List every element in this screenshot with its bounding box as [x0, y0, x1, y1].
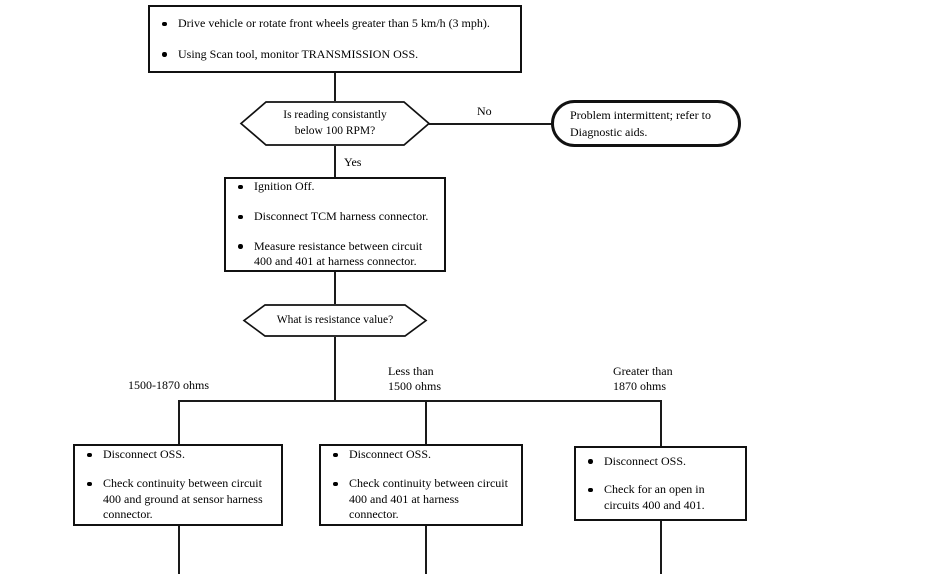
process-box-step3-middle-content: Disconnect OSS. Check continuity between… [321, 446, 521, 524]
edge-label-yes: Yes [344, 155, 362, 169]
process-box-step1-content: Drive vehicle or rotate front wheels gre… [150, 7, 520, 71]
decision-2-text: What is resistance value? [243, 304, 427, 337]
connector-decision2-to-branch-bar [334, 337, 336, 401]
connector-step3-right-out [660, 521, 662, 574]
branch-drop-right [660, 400, 662, 446]
bullet-item: Drive vehicle or rotate front wheels gre… [160, 16, 510, 32]
decision-node-2: What is resistance value? [242, 304, 428, 337]
edge-label-no: No [477, 104, 492, 118]
bullet-item: Using Scan tool, monitor TRANSMISSION OS… [160, 47, 510, 63]
connector-step3-middle-out [425, 526, 427, 574]
process-box-step3-left-content: Disconnect OSS. Check continuity between… [75, 446, 281, 524]
edge-label-branch-middle: Less than 1500 ohms [388, 364, 442, 393]
process-box-step2: Ignition Off. Disconnect TCM harness con… [224, 177, 446, 272]
edge-label-branch-right: Greater than 1870 ohms [613, 364, 673, 393]
branch-drop-left [178, 400, 180, 445]
decision-2-line1: What is resistance value? [276, 313, 394, 326]
decision-1-text: Is reading consistantly below 100 RPM? [240, 101, 430, 146]
edge-label-branch-left: 1500-1870 ohms [128, 378, 209, 392]
bullet-list: Disconnect OSS. Check continuity between… [331, 447, 511, 522]
bullet-list: Drive vehicle or rotate front wheels gre… [160, 16, 510, 62]
bullet-list: Ignition Off. Disconnect TCM harness con… [236, 179, 434, 269]
connector-step2-to-decision2 [334, 272, 336, 304]
bullet-list: Disconnect OSS. Check continuity between… [85, 447, 271, 522]
bullet-item: Disconnect OSS. [331, 447, 511, 463]
process-box-step2-content: Ignition Off. Disconnect TCM harness con… [226, 179, 444, 270]
terminator-text: Problem intermittent; refer to Diagnosti… [554, 101, 727, 145]
decision-1-line2: below 100 RPM? [294, 124, 376, 137]
connector-step1-to-decision1 [334, 73, 336, 101]
process-box-step3-right-content: Disconnect OSS. Check for an open in cir… [576, 448, 745, 519]
terminator-line2: Diagnostic aids. [570, 124, 648, 139]
bullet-item: Disconnect TCM harness connector. [236, 209, 434, 225]
process-box-step3-left: Disconnect OSS. Check continuity between… [73, 444, 283, 526]
process-box-step3-right: Disconnect OSS. Check for an open in cir… [574, 446, 747, 521]
bullet-item: Disconnect OSS. [85, 447, 271, 463]
bullet-item: Check continuity between circuit 400 and… [331, 476, 511, 523]
process-box-step3-middle: Disconnect OSS. Check continuity between… [319, 444, 523, 526]
bullet-item: Check continuity between circuit 400 and… [85, 476, 271, 523]
connector-decision1-yes [334, 146, 336, 177]
terminator-problem-intermittent: Problem intermittent; refer to Diagnosti… [551, 100, 741, 147]
branch-distribution-bar [178, 400, 662, 402]
decision-node-1: Is reading consistantly below 100 RPM? [239, 101, 431, 146]
connector-step3-left-out [178, 526, 180, 574]
branch-drop-middle [425, 400, 427, 445]
bullet-item: Ignition Off. [236, 179, 434, 195]
decision-2-outline [242, 304, 428, 337]
bullet-item: Measure resistance between circuit 400 a… [236, 239, 434, 270]
decision-1-line1: Is reading consistantly [283, 109, 387, 122]
terminator-line1: Problem intermittent; refer to [570, 108, 711, 123]
bullet-item: Disconnect OSS. [586, 454, 735, 470]
connector-decision1-no [429, 123, 552, 125]
bullet-list: Disconnect OSS. Check for an open in cir… [586, 454, 735, 514]
bullet-item: Check for an open in circuits 400 and 40… [586, 482, 735, 513]
process-box-step1: Drive vehicle or rotate front wheels gre… [148, 5, 522, 73]
